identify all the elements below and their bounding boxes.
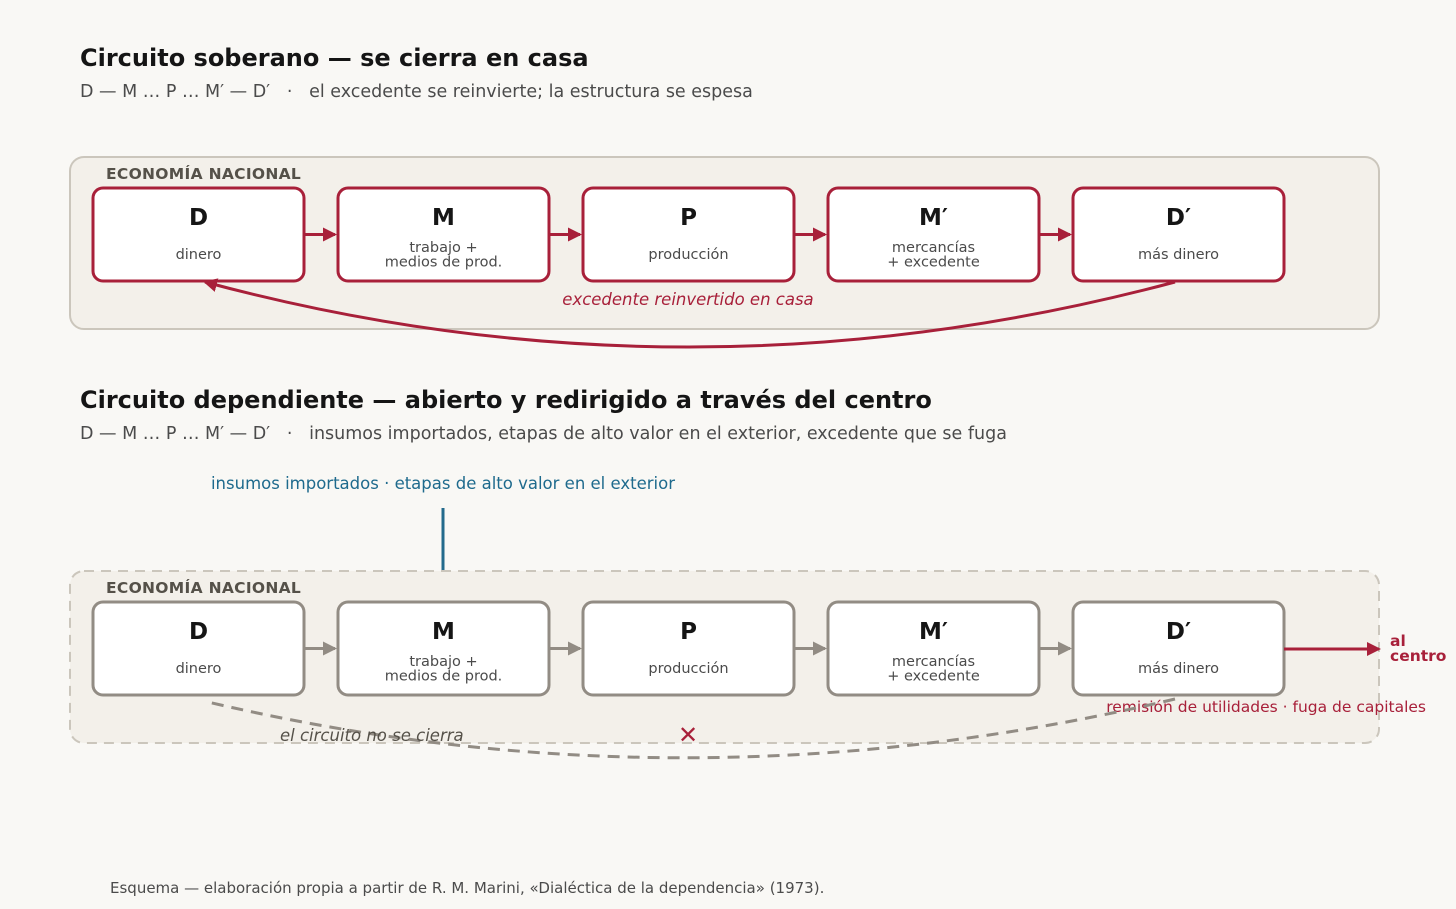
source-footnote: Esquema — elaboración propia a partir de… bbox=[110, 879, 824, 897]
node-description: medios de prod. bbox=[385, 255, 503, 271]
node-description: mercancías bbox=[892, 240, 975, 256]
node-letter: M′ bbox=[919, 619, 948, 645]
node-description: más dinero bbox=[1138, 661, 1219, 677]
sovereign-subtitle: D — M … P … M′ — D′ · el excedente se re… bbox=[80, 82, 753, 102]
node-box bbox=[581, 186, 796, 283]
node-letter: P bbox=[680, 205, 697, 231]
sov-node-3: M′ mercancías+ excedente bbox=[826, 186, 1041, 283]
dep-node-4: D′ más dinero bbox=[1071, 600, 1286, 697]
dep-node-3: M′ mercancías+ excedente bbox=[826, 600, 1041, 697]
node-letter: M bbox=[432, 205, 455, 231]
node-description: dinero bbox=[176, 247, 222, 263]
node-description: + excedente bbox=[887, 255, 980, 271]
node-box bbox=[91, 186, 306, 283]
node-description: + excedente bbox=[887, 669, 980, 685]
node-box bbox=[1071, 186, 1286, 283]
sov-node-4: D′ más dinero bbox=[1071, 186, 1286, 283]
node-box bbox=[581, 600, 796, 697]
broken-loop bbox=[207, 697, 1176, 760]
node-description: dinero bbox=[176, 661, 222, 677]
sovereign-region-label: ECONOMÍA NACIONAL bbox=[106, 164, 301, 183]
node-letter: D bbox=[189, 619, 208, 645]
node-description: mercancías bbox=[892, 654, 975, 670]
dependent-region-label: ECONOMÍA NACIONAL bbox=[106, 578, 301, 597]
node-letter: D′ bbox=[1166, 619, 1191, 645]
import-label: insumos importados · etapas de alto valo… bbox=[211, 474, 675, 493]
node-letter: M′ bbox=[919, 205, 948, 231]
outflow-label: remisión de utilidades · fuga de capital… bbox=[1106, 698, 1426, 716]
node-box bbox=[1071, 600, 1286, 697]
node-letter: D bbox=[189, 205, 208, 231]
node-description: trabajo + bbox=[409, 654, 477, 670]
cross-mark-icon: ✕ bbox=[678, 721, 698, 749]
node-letter: M bbox=[432, 619, 455, 645]
node-letter: D′ bbox=[1166, 205, 1191, 231]
node-description: producción bbox=[648, 661, 728, 677]
sovereign-loop-label: excedente reinvertido en casa bbox=[562, 290, 813, 309]
node-description: más dinero bbox=[1138, 247, 1219, 263]
center-label-line-1: al bbox=[1390, 632, 1406, 650]
node-box bbox=[91, 600, 306, 697]
node-description: medios de prod. bbox=[385, 669, 503, 685]
dependent-subtitle: D — M … P … M′ — D′ · insumos importados… bbox=[80, 424, 1007, 444]
node-description: producción bbox=[648, 247, 728, 263]
node-description: trabajo + bbox=[409, 240, 477, 256]
sovereign-title: Circuito soberano — se cierra en casa bbox=[80, 44, 589, 72]
broken-loop-label: el circuito no se cierra bbox=[280, 726, 464, 745]
sovereign-reinvestment-loop bbox=[203, 278, 1176, 349]
center-label-line-2: centro bbox=[1390, 647, 1446, 665]
dependent-title: Circuito dependiente — abierto y redirig… bbox=[80, 386, 932, 414]
node-letter: P bbox=[680, 619, 697, 645]
